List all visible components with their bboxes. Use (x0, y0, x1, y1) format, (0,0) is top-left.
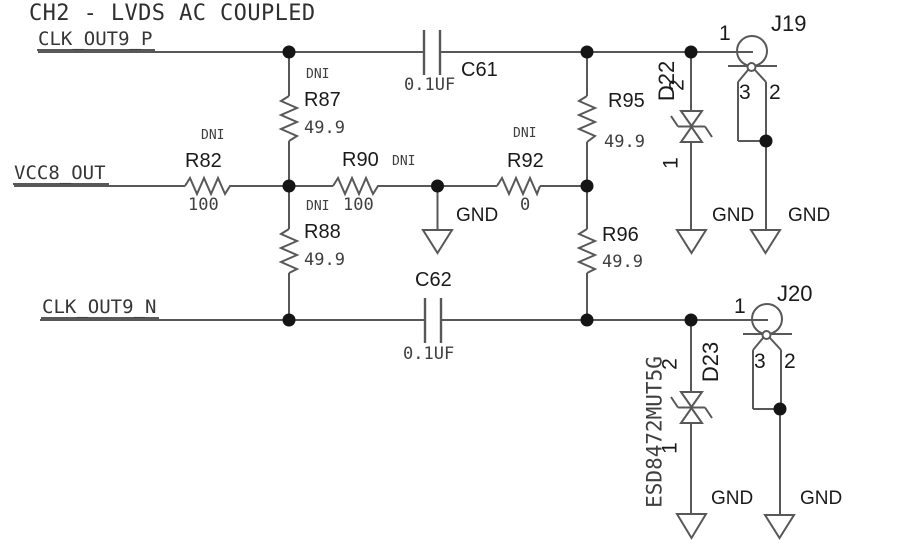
gnd-label-d22: GND (712, 205, 755, 226)
c62-refdes: C62 (415, 269, 452, 291)
r90-refdes: R90 (342, 149, 379, 171)
gnd-symbol-d22 (675, 229, 708, 255)
resistor-r95-symbol (576, 95, 598, 143)
r87-refdes: R87 (304, 89, 341, 111)
junction-dot (684, 45, 698, 59)
net-label-clk-out9-p: CLK_OUT9_P (37, 29, 156, 51)
gnd-symbol-j20 (763, 514, 796, 540)
r95-value: 49.9 (604, 132, 645, 152)
r90-dni-flag: DNI (392, 154, 416, 169)
resistor-r88-symbol (278, 228, 300, 274)
c62-value: 0.1UF (403, 344, 455, 364)
r87-value: 49.9 (304, 118, 345, 138)
r96-value: 49.9 (602, 252, 643, 272)
c61-refdes: C61 (461, 59, 498, 81)
gnd-label-j19: GND (788, 205, 831, 226)
r88-value: 49.9 (304, 250, 345, 270)
r82-value: 100 (188, 195, 219, 215)
resistor-r90-symbol (332, 175, 380, 197)
capacitor-c61-symbol (422, 30, 442, 75)
d23-part-number: ESD8472MUT5G (642, 356, 667, 508)
gnd-label-d23: GND (711, 488, 754, 509)
d22-pin2-label: 2 (665, 79, 689, 91)
gnd-symbol-j19 (749, 229, 782, 255)
r95-refdes: R95 (608, 90, 645, 112)
junction-dot (580, 179, 594, 193)
j20-pin3-label: 3 (754, 350, 766, 373)
junction-dot (282, 45, 296, 59)
capacitor-c62-symbol (423, 298, 443, 343)
net-label-vcc8-out: VCC8_OUT (13, 163, 109, 185)
gnd-symbol-d23 (675, 513, 708, 540)
gnd-label-j20: GND (800, 488, 843, 509)
junction-dot (580, 45, 594, 59)
j20-refdes: J20 (777, 281, 813, 306)
j19-pin2-label: 2 (769, 81, 781, 104)
r90-value: 100 (343, 195, 374, 215)
r88-dni-flag: DNI (306, 199, 330, 214)
r96-refdes: R96 (602, 224, 639, 246)
junction-dot (282, 179, 296, 193)
d22-pin1-label: 1 (659, 157, 683, 169)
gnd-label-center: GND (456, 205, 499, 226)
junction-dot (431, 179, 444, 193)
junction-dot (773, 402, 787, 416)
r92-value: 0 (520, 195, 531, 215)
schematic-title: CH2 - LVDS AC COUPLED (29, 1, 316, 26)
j19-refdes: J19 (771, 11, 807, 36)
resistor-r82-symbol (184, 175, 232, 197)
r87-dni-flag: DNI (306, 67, 330, 82)
diode-d22-symbol (670, 110, 713, 143)
junction-dot (684, 313, 698, 327)
diode-d23-symbol (670, 391, 713, 424)
resistor-r96-symbol (576, 228, 598, 274)
c61-value: 0.1UF (404, 75, 456, 95)
resistor-r87-symbol (278, 95, 300, 142)
j20-pin1-label: 1 (734, 295, 746, 318)
j19-pin1-label: 1 (719, 22, 731, 45)
net-label-clk-out9-n: CLK_OUT9_N (41, 297, 160, 319)
r82-refdes: R82 (185, 150, 222, 172)
r82-dni-flag: DNI (201, 128, 225, 143)
connector-j20-symbol (743, 303, 792, 410)
resistor-r92-symbol (496, 175, 541, 197)
j20-pin2-label: 2 (784, 350, 796, 373)
d23-refdes: D23 (698, 341, 723, 383)
r92-refdes: R92 (507, 150, 544, 172)
r92-dni-flag: DNI (513, 126, 537, 141)
junction-dot (759, 134, 773, 148)
junction-dot (580, 313, 594, 327)
j19-pin3-label: 3 (739, 81, 751, 104)
gnd-symbol-center (421, 229, 454, 255)
junction-dot (282, 313, 296, 327)
r88-refdes: R88 (304, 221, 341, 243)
junction-dots (282, 45, 787, 416)
